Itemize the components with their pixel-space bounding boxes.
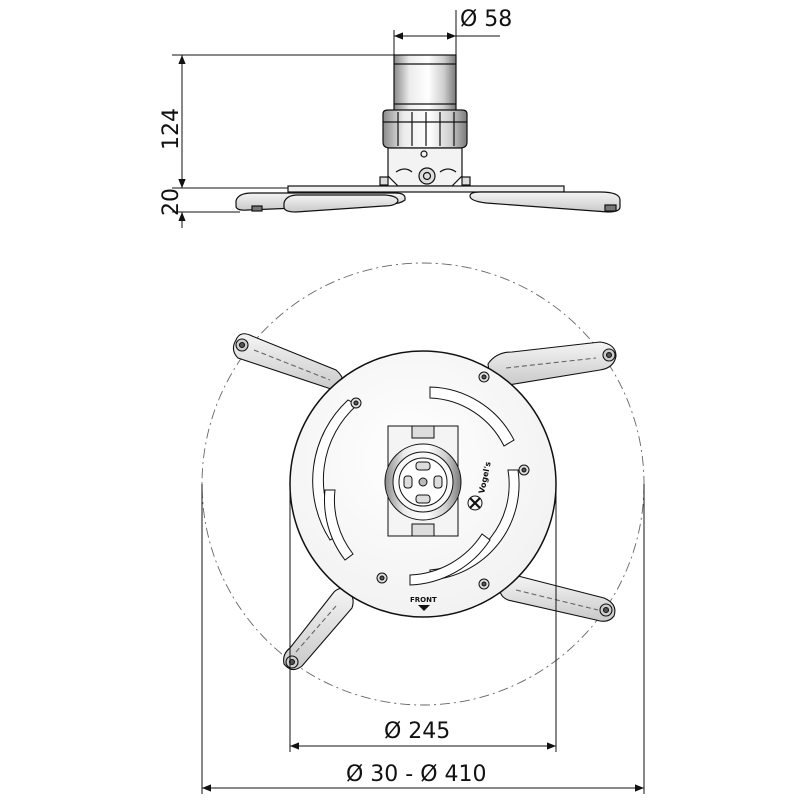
arm-bottom-left	[283, 587, 354, 671]
arm-top-right	[487, 341, 617, 387]
center-unit	[384, 425, 462, 537]
slots	[312, 386, 520, 586]
label-plate-diameter: Ø 245	[384, 719, 450, 744]
label-height-base: 20	[159, 188, 184, 216]
dim-top-diameter	[393, 10, 500, 55]
dim-heights	[172, 54, 394, 228]
label-top-diameter: Ø 58	[460, 7, 512, 32]
front-arrow-icon	[418, 605, 430, 611]
arm-bottom-right	[499, 575, 616, 622]
base-plate-side	[287, 185, 565, 193]
dim-plate-diameter	[289, 484, 557, 752]
label-height-total: 124	[159, 108, 184, 150]
label-range-diameter: Ø 30 - Ø 410	[346, 762, 487, 787]
dim-range-diameter	[201, 484, 645, 794]
arm-left-front-side	[283, 194, 399, 213]
arm-top-left	[232, 333, 344, 393]
mount-cylinder	[393, 54, 457, 114]
plate-screws	[350, 371, 530, 590]
arm-right-side	[469, 191, 621, 213]
side-view	[235, 54, 621, 213]
front-label: FRONT	[410, 596, 437, 604]
knurled-ring	[382, 109, 468, 149]
